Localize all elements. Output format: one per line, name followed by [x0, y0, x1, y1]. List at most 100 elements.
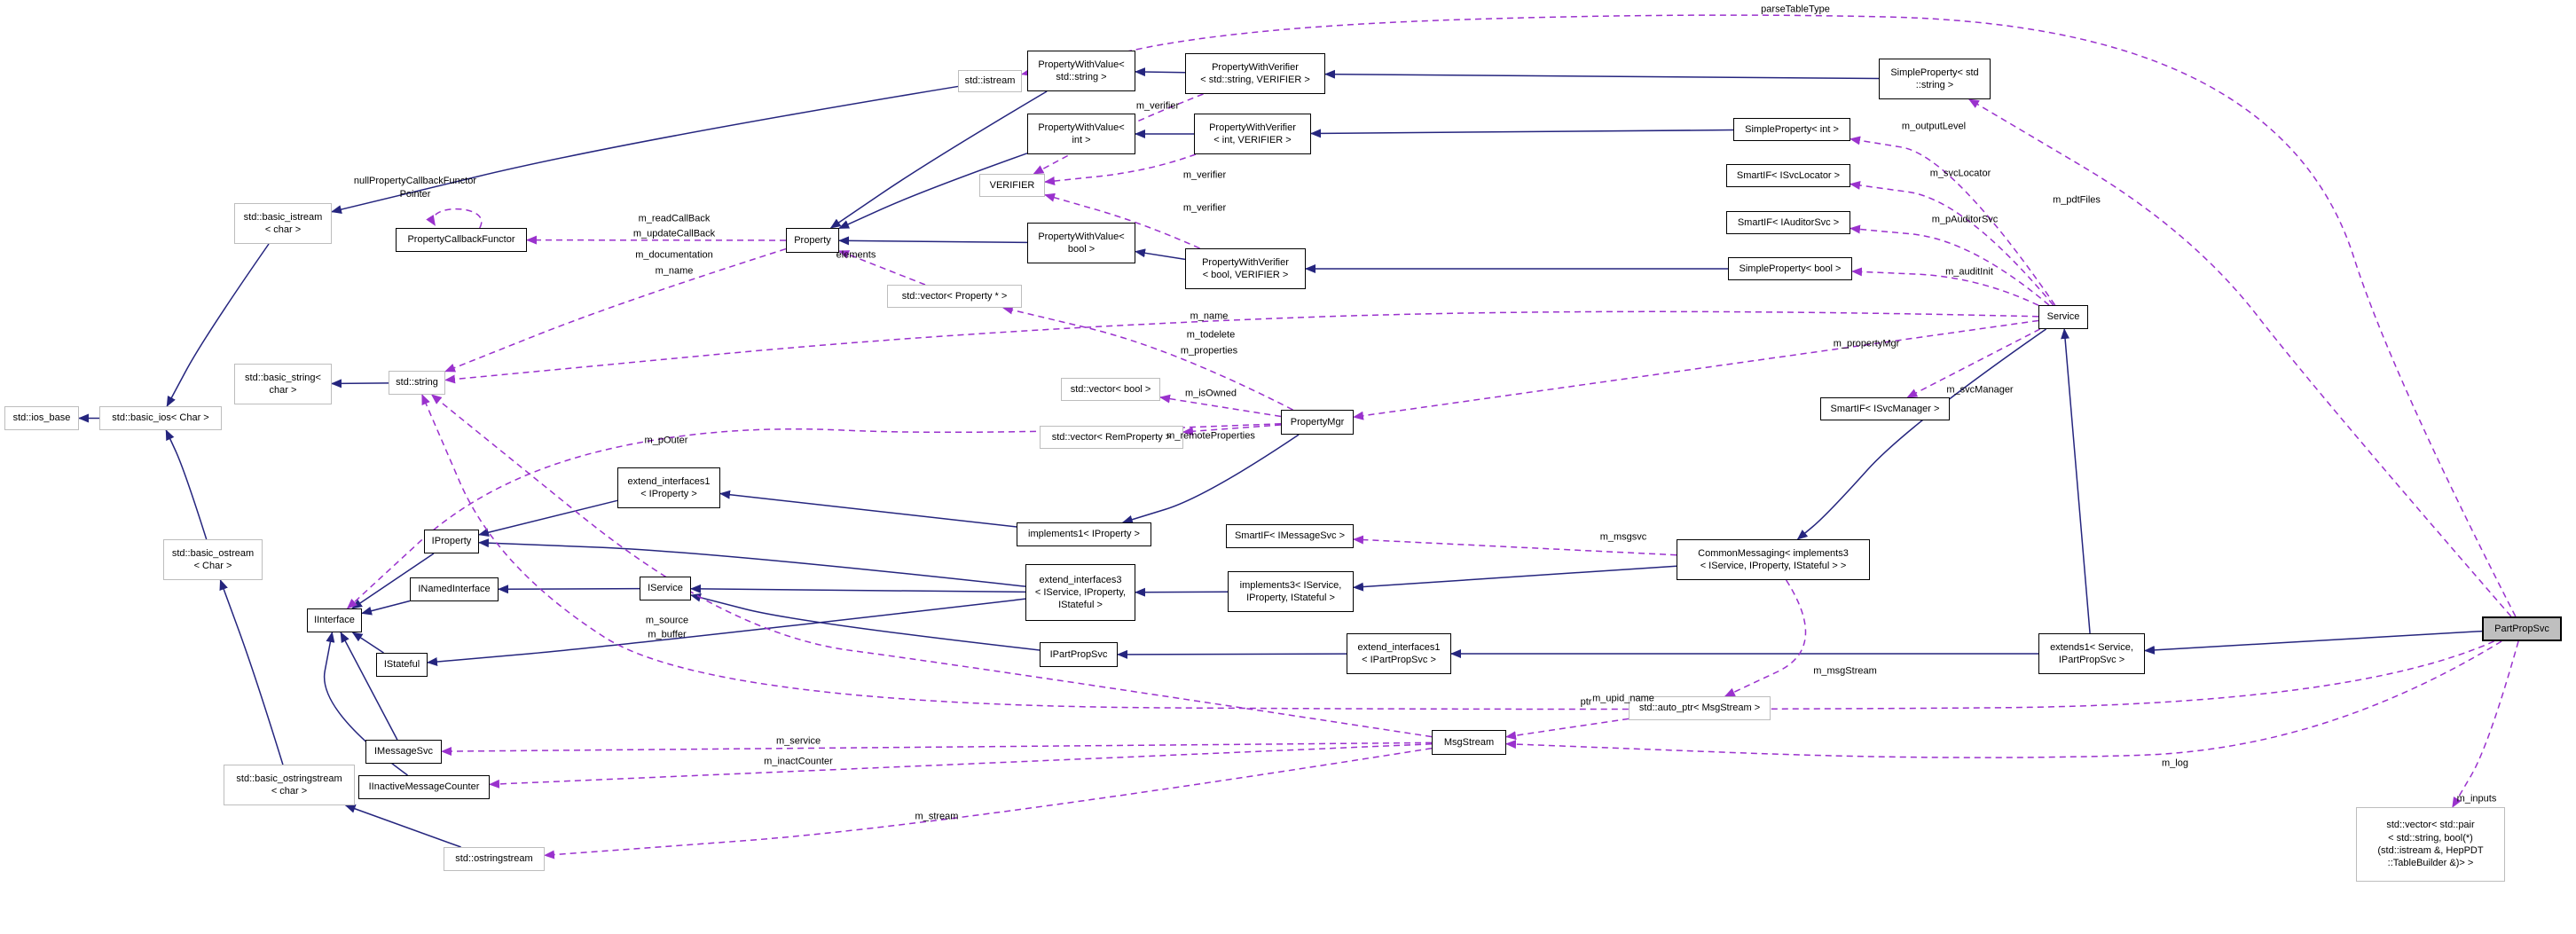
edge-simpleprop_int-pwverif_int	[1310, 129, 1734, 138]
node-ext_if1_ipartprop[interactable]: extend_interfaces1 < IPartPropSvc >	[1347, 633, 1451, 674]
edge-ext_if3-iservice	[690, 584, 1026, 593]
node-verifier[interactable]: VERIFIER	[979, 174, 1045, 197]
node-ipartpropsvc[interactable]: IPartPropSvc	[1040, 642, 1118, 667]
edge-service-commonmessaging	[1796, 328, 2047, 540]
node-extends1[interactable]: extends1< Service, IPartPropSvc >	[2038, 633, 2145, 674]
node-smartif_auditorsvc[interactable]: SmartIF< IAuditorSvc >	[1726, 211, 1850, 234]
node-prop_cb_functor[interactable]: PropertyCallbackFunctor	[396, 228, 527, 252]
node-pwv_int[interactable]: PropertyWithValue< int >	[1027, 114, 1135, 154]
edge-partpropsvc-std_string	[421, 394, 2494, 710]
node-std_string[interactable]: std::string	[389, 371, 445, 395]
edge-service-std_string	[444, 310, 2039, 384]
node-implements1[interactable]: implements1< IProperty >	[1017, 522, 1151, 546]
edge-auto_ptr-msgstream	[1505, 718, 1630, 741]
node-simpleprop_string[interactable]: SimpleProperty< std ::string >	[1879, 59, 1991, 99]
node-basic_ostream[interactable]: std::basic_ostream < Char >	[163, 539, 263, 580]
node-msgstream[interactable]: MsgStream	[1432, 730, 1506, 755]
edge-iproperty-iinterface	[351, 553, 435, 609]
node-vector_bool[interactable]: std::vector< bool >	[1061, 378, 1160, 401]
node-basic_ostringstream[interactable]: std::basic_ostringstream < char >	[224, 765, 355, 805]
node-vector_remprop[interactable]: std::vector< RemProperty >	[1040, 426, 1183, 449]
edge-inamedinterface-iinterface	[361, 600, 411, 616]
edge-istateful-iinterface	[351, 632, 384, 654]
node-implements3[interactable]: implements3< IService, IProperty, IState…	[1228, 571, 1354, 612]
edge-ext_if1_ipartprop-ipartpropsvc	[1117, 649, 1347, 659]
node-auto_ptr[interactable]: std::auto_ptr< MsgStream >	[1629, 696, 1771, 720]
node-pwverif_int[interactable]: PropertyWithVerifier < int, VERIFIER >	[1194, 114, 1311, 154]
edge-pwverif_bool-verifier	[1044, 192, 1200, 249]
node-basic_istream[interactable]: std::basic_istream < char >	[234, 203, 332, 244]
edge-msgstream-imessagesvc	[441, 742, 1433, 757]
node-property[interactable]: Property	[786, 228, 839, 253]
edge-service-propertymgr	[1353, 319, 2039, 420]
edge-propertymgr-vector_prop	[1001, 305, 1293, 411]
edge-std_string-basic_string	[331, 379, 389, 389]
edge-basic_ostringstream-basic_ostream	[219, 579, 284, 765]
edge-partpropsvc-vector_pair	[2452, 640, 2519, 808]
edge-pwverif_bool-pwv_bool	[1135, 248, 1186, 261]
node-pwverif_bool[interactable]: PropertyWithVerifier < bool, VERIFIER >	[1185, 248, 1306, 289]
node-std_istream[interactable]: std::istream	[958, 70, 1022, 92]
node-partpropsvc[interactable]: PartPropSvc	[2482, 616, 2562, 641]
edge-msgstream-std_string	[430, 394, 1433, 738]
edge-prop_cb_functor-prop_cb_functor	[426, 208, 483, 229]
edge-msgstream-iinactivemessagecounter	[489, 743, 1433, 789]
node-smartif_imessagesvc[interactable]: SmartIF< IMessageSvc >	[1226, 524, 1354, 548]
node-imessagesvc[interactable]: IMessageSvc	[365, 740, 442, 764]
edge-extends1-service	[2061, 328, 2091, 634]
node-pwverif_string[interactable]: PropertyWithVerifier < std::string, VERI…	[1185, 53, 1325, 94]
node-inamedinterface[interactable]: INamedInterface	[410, 577, 499, 601]
edge-propertymgr-iinterface	[346, 422, 1282, 609]
edge-pwv_bool-property	[838, 236, 1028, 246]
node-basic_ios[interactable]: std::basic_ios< Char >	[99, 406, 222, 430]
edge-partpropsvc-simpleprop_string	[1968, 98, 2512, 617]
edge-commonmessaging-implements3	[1353, 565, 1677, 592]
node-istateful[interactable]: IStateful	[376, 653, 428, 677]
node-iservice[interactable]: IService	[640, 577, 691, 600]
edge-service-smartif_auditorsvc	[1850, 224, 2050, 306]
node-simpleprop_int[interactable]: SimpleProperty< int >	[1733, 118, 1850, 141]
edge-std_ostringstream-basic_ostringstream	[344, 804, 461, 848]
node-smartif_svclocator[interactable]: SmartIF< ISvcLocator >	[1726, 164, 1850, 187]
edge-partpropsvc-extends1	[2144, 630, 2483, 655]
edge-ext_if3-iproperty	[478, 538, 1026, 587]
node-ios_base[interactable]: std::ios_base	[4, 406, 79, 430]
node-pwv_bool[interactable]: PropertyWithValue< bool >	[1027, 223, 1135, 263]
edge-commonmessaging-smartif_imessagesvc	[1353, 535, 1677, 556]
edge-service-simpleprop_int	[1850, 136, 2056, 306]
edge-propertymgr-implements1	[1121, 434, 1300, 524]
node-basic_string[interactable]: std::basic_string< char >	[234, 364, 332, 404]
node-pwv_string[interactable]: PropertyWithValue< std::string >	[1027, 51, 1135, 91]
node-service[interactable]: Service	[2038, 305, 2088, 329]
edge-basic_istream-basic_ios	[166, 243, 270, 407]
edge-service-smartif_svcmanager	[1906, 328, 2041, 398]
node-ext_if3[interactable]: extend_interfaces3 < IService, IProperty…	[1025, 564, 1135, 621]
edge-std_istream-basic_istream	[331, 85, 959, 214]
edge-pwv_string-property	[829, 90, 1048, 229]
edge-service-simpleprop_bool	[1851, 267, 2039, 306]
node-iinactivemessagecounter[interactable]: IInactiveMessageCounter	[358, 775, 490, 799]
node-iinterface[interactable]: IInterface	[307, 608, 362, 632]
edge-simpleprop_string-pwverif_string	[1324, 69, 1880, 80]
node-vector_prop[interactable]: std::vector< Property * >	[887, 285, 1022, 308]
node-std_ostringstream[interactable]: std::ostringstream	[444, 847, 545, 871]
edge-ext_if1_iproperty-iproperty	[478, 499, 618, 538]
edge-iservice-inamedinterface	[498, 585, 640, 594]
edge-commonmessaging-auto_ptr	[1724, 579, 1807, 697]
node-vector_pair[interactable]: std::vector< std::pair < std::string, bo…	[2356, 807, 2505, 882]
edge-vector_prop-property	[838, 250, 926, 286]
edge-pwv_int-property	[838, 153, 1028, 230]
edge-imessagesvc-iinterface	[340, 632, 398, 741]
node-commonmessaging[interactable]: CommonMessaging< implements3 < IService,…	[1677, 539, 1870, 580]
edge-propertymgr-vector_bool	[1159, 394, 1282, 418]
node-simpleprop_bool[interactable]: SimpleProperty< bool >	[1728, 257, 1852, 280]
node-propertymgr[interactable]: PropertyMgr	[1281, 410, 1354, 435]
edge-property-std_string	[444, 247, 787, 373]
edge-service-smartif_svclocator	[1850, 181, 2054, 306]
edge-implements1-ext_if1_iproperty	[719, 490, 1017, 528]
node-smartif_svcmanager[interactable]: SmartIF< ISvcManager >	[1820, 397, 1950, 420]
edge-partpropsvc-std_istream	[1021, 14, 2517, 617]
node-ext_if1_iproperty[interactable]: extend_interfaces1 < IProperty >	[617, 467, 720, 508]
node-iproperty[interactable]: IProperty	[424, 530, 479, 553]
